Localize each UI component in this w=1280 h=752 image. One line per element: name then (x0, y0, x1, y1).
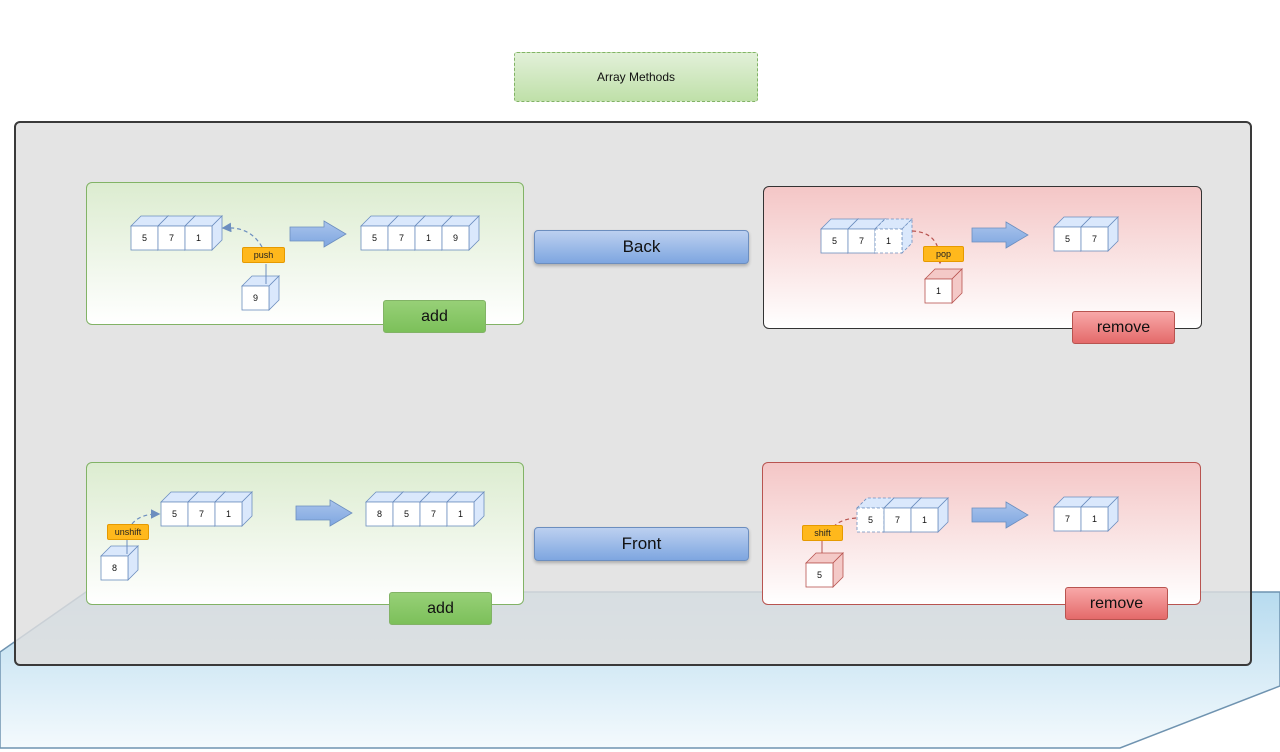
shift-remove-button[interactable]: remove (1065, 587, 1168, 620)
diagram-title: Array Methods (514, 52, 758, 102)
push-method-tag: push (242, 247, 285, 263)
unshift-add-button[interactable]: add (389, 592, 492, 625)
unshift-method-tag: unshift (107, 524, 149, 540)
pop-remove-button[interactable]: remove (1072, 311, 1175, 344)
pop-panel (763, 186, 1202, 329)
shift-method-tag: shift (802, 525, 843, 541)
pop-method-tag: pop (923, 246, 964, 262)
front-button[interactable]: Front (534, 527, 749, 561)
push-add-button[interactable]: add (383, 300, 486, 333)
unshift-panel (86, 462, 524, 605)
back-button[interactable]: Back (534, 230, 749, 264)
